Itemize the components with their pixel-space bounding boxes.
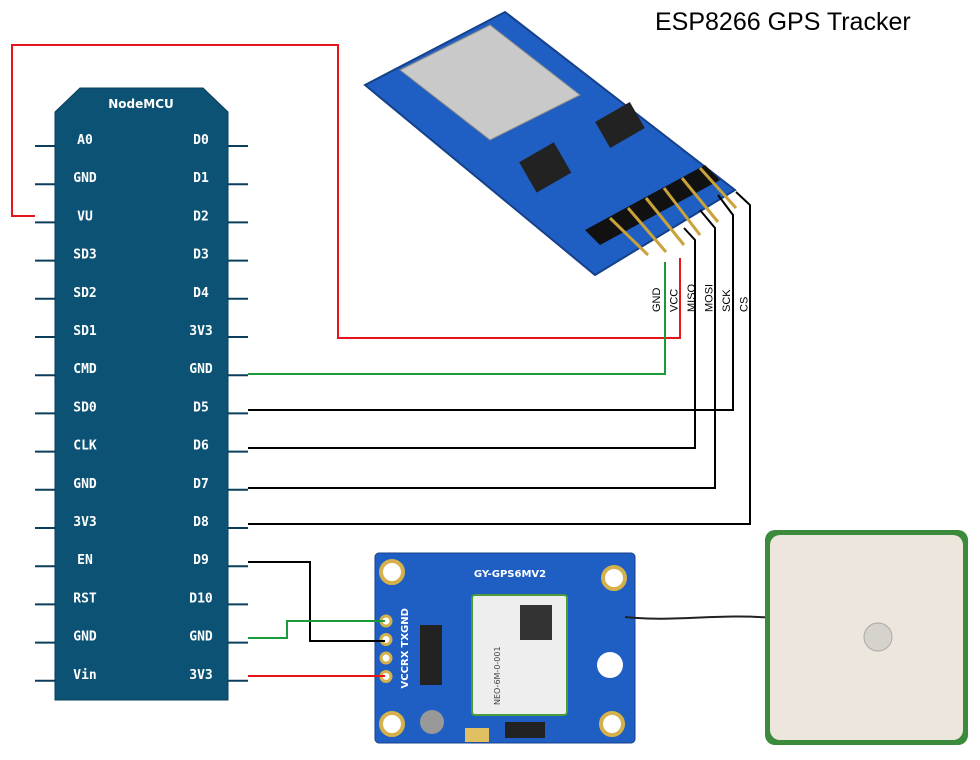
left-pin-label: 3V3 [73, 515, 96, 530]
left-pin-label: GND [73, 477, 97, 492]
right-pin-label: D5 [193, 400, 209, 415]
left-pin-label: A0 [77, 133, 93, 148]
right-pin-label: D9 [193, 553, 209, 568]
sd-pin-label: MOSI [704, 284, 716, 312]
right-pin-label: D0 [193, 133, 209, 148]
left-pin-label: SD2 [73, 286, 96, 301]
gps-pin [379, 633, 393, 646]
left-pin-label: SD0 [73, 400, 97, 415]
right-pin-label: GND [189, 630, 213, 645]
d5-sck-wire [248, 194, 734, 411]
sd-pin-label: CS [739, 297, 751, 312]
left-pin-label: SD1 [73, 324, 97, 339]
gps-pin-label: GND [400, 608, 411, 633]
left-pin-label: RST [73, 591, 97, 606]
right-pin-label: D8 [193, 515, 209, 530]
right-pin-label: D3 [193, 248, 209, 263]
left-pin-label: CLK [73, 439, 97, 454]
sd-pin-label: MISO [686, 283, 698, 312]
gps-antenna [624, 530, 968, 745]
sd-pin-label: GND [651, 288, 663, 313]
gps-pin-label: VCC [400, 666, 411, 688]
left-pin-label: GND [73, 630, 97, 645]
gps-pin [379, 651, 393, 665]
sd-pin-label: SCK [721, 289, 733, 312]
d9-tx-wire [248, 561, 385, 642]
left-pin-label: EN [77, 553, 93, 568]
right-pin-label: 3V3 [189, 668, 212, 683]
sd-card-module: GND VCC MISO MOSI SCK CS [363, 10, 751, 313]
wires [11, 44, 751, 677]
gps-module-name: GY-GPS6MV2 [474, 569, 546, 580]
left-pin-label: CMD [73, 362, 97, 377]
gps-chip-label: NEO-6M-0-001 [493, 646, 502, 705]
d7-mosi-wire [248, 209, 716, 489]
left-pin-label: VU [77, 209, 93, 224]
right-pin-label: D7 [193, 477, 209, 492]
right-pin-label: 3V3 [189, 324, 212, 339]
left-pin-label: SD3 [73, 248, 96, 263]
left-pin-label: GND [73, 171, 97, 186]
d6-miso-wire [248, 227, 696, 449]
right-pin-label: D10 [189, 591, 213, 606]
board-name: NodeMCU [108, 97, 174, 111]
right-pin-label: D6 [193, 439, 209, 454]
diagram-title: ESP8266 GPS Tracker [655, 8, 911, 36]
sd-pin-label: VCC [669, 289, 681, 312]
right-pin-label: D2 [193, 209, 209, 224]
right-pin-label: GND [189, 362, 213, 377]
vcc-wire-sd [11, 44, 681, 339]
nodemcu-board: NodeMCU A0GNDVUSD3SD2SD1CMDSD0CLKGND3V3E… [35, 87, 248, 701]
right-pin-label: D4 [193, 286, 209, 301]
gnd-wire-sd [248, 262, 666, 375]
gnd-wire-gps [248, 620, 385, 639]
gps-pin-label: RX [400, 650, 411, 666]
gps-pin-label: TX [400, 633, 411, 648]
left-pin-label: Vin [73, 668, 96, 683]
d8-cs-wire [248, 191, 751, 525]
right-pin-label: D1 [193, 171, 209, 186]
